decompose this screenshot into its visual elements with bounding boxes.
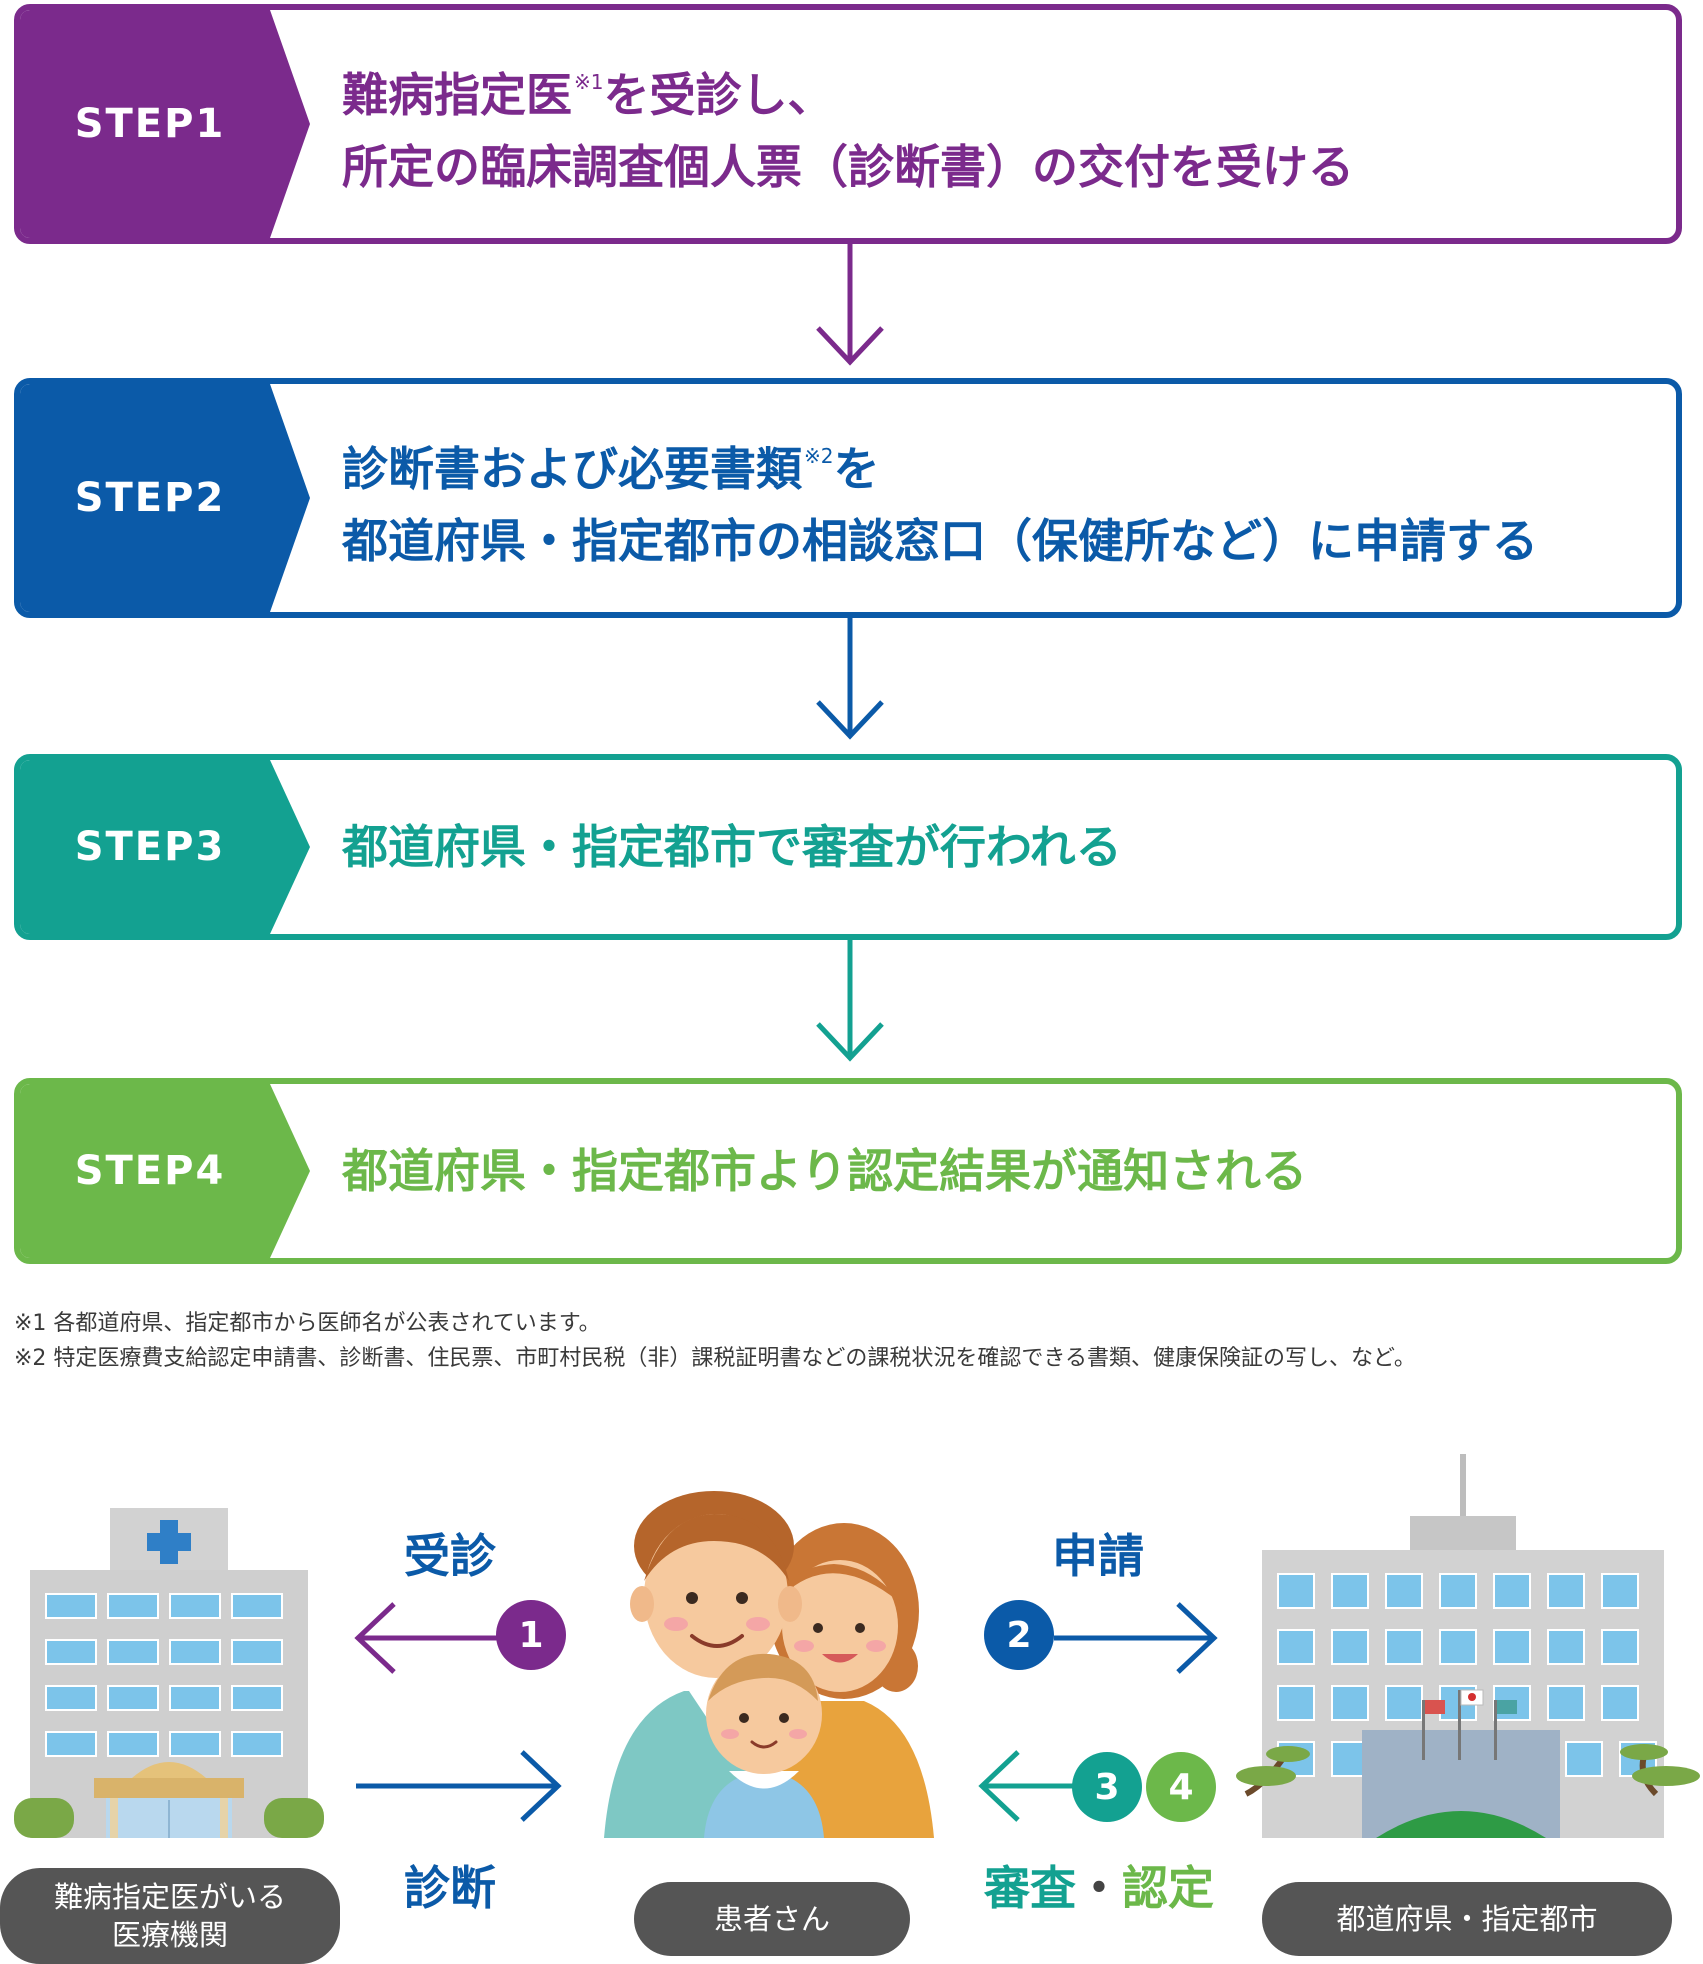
patient-pill: 患者さん xyxy=(634,1882,910,1956)
patient-label: 患者さん xyxy=(713,1902,830,1936)
step-number-1: 1 xyxy=(496,1600,566,1670)
window xyxy=(231,1731,283,1757)
step4-line1: 都道府県・指定都市より認定結果が通知される xyxy=(342,1144,1308,1198)
jushin-label: 受診 xyxy=(404,1529,496,1583)
separator-dot: ・ xyxy=(1076,1861,1122,1915)
step1-to-step2-arrow xyxy=(816,244,884,366)
step4-box: STEP4 都道府県・指定都市より認定結果が通知される xyxy=(14,1078,1682,1264)
step3-line1: 都道府県・指定都市で審査が行われる xyxy=(342,820,1122,874)
hospital-illustration xyxy=(14,1508,324,1838)
window xyxy=(107,1731,159,1757)
hospital-label-line2: 医療機関 xyxy=(111,1918,228,1952)
arrow-to-government xyxy=(1054,1602,1218,1674)
window xyxy=(45,1639,97,1665)
shinsa-label: 審査 xyxy=(984,1861,1076,1915)
window xyxy=(45,1731,97,1757)
window xyxy=(231,1593,283,1619)
step-number-2: 2 xyxy=(984,1600,1054,1670)
footnote-mark-1: ※1 xyxy=(574,69,604,94)
window xyxy=(1547,1573,1585,1609)
step4-text: 都道府県・指定都市より認定結果が通知される xyxy=(342,1084,1656,1258)
footnotes: ※1 各都道府県、指定都市から医師名が公表されています。 ※2 特定医療費支給認… xyxy=(14,1306,1416,1376)
window xyxy=(1493,1573,1531,1609)
step-number-4: 4 xyxy=(1146,1752,1216,1822)
window xyxy=(45,1685,97,1711)
arrow-to-hospital xyxy=(354,1602,502,1674)
footnote-mark-2: ※2 xyxy=(804,443,834,468)
window xyxy=(1331,1629,1369,1665)
window xyxy=(1493,1629,1531,1665)
window xyxy=(1385,1629,1423,1665)
window xyxy=(169,1731,221,1757)
window xyxy=(1601,1629,1639,1665)
window xyxy=(45,1593,97,1619)
step3-badge: STEP3 xyxy=(20,760,310,934)
step3-to-step4-arrow xyxy=(816,940,884,1062)
step2-line1: 診断書および必要書類 xyxy=(342,441,802,496)
step2-box: STEP2 診断書および必要書類※2を 都道府県・指定都市の相談窓口（保健所など… xyxy=(14,378,1682,618)
step1-box: STEP1 難病指定医※1を受診し、 所定の臨床調査個人票（診断書）の交付を受け… xyxy=(14,4,1682,244)
window xyxy=(107,1685,159,1711)
footnote-1: ※1 各都道府県、指定都市から医師名が公表されています。 xyxy=(14,1311,601,1336)
step1-line1: 難病指定医 xyxy=(342,67,572,122)
step1-line2: 所定の臨床調査個人票（診断書）の交付を受ける xyxy=(342,139,1354,194)
hospital-pill: 難病指定医がいる 医療機関 xyxy=(0,1868,340,1964)
step1-line1-rest: を受診し、 xyxy=(603,67,834,122)
arrow-to-patient xyxy=(356,1750,562,1822)
shinsei-label: 申請 xyxy=(1052,1529,1144,1583)
step1-text: 難病指定医※1を受診し、 所定の臨床調査個人票（診断書）の交付を受ける xyxy=(342,10,1656,238)
window xyxy=(107,1639,159,1665)
shinsa-nintei-label: 審査・認定 xyxy=(984,1852,1214,1918)
window xyxy=(1601,1685,1639,1721)
window xyxy=(1331,1573,1369,1609)
step2-text: 診断書および必要書類※2を 都道府県・指定都市の相談窓口（保健所など）に申請する xyxy=(342,384,1656,612)
window xyxy=(1277,1573,1315,1609)
step2-to-step3-arrow xyxy=(816,618,884,740)
window xyxy=(169,1639,221,1665)
window xyxy=(1385,1685,1423,1721)
shindan-label: 診断 xyxy=(404,1861,496,1915)
step4-badge: STEP4 xyxy=(20,1084,310,1258)
window xyxy=(169,1593,221,1619)
window xyxy=(1547,1629,1585,1665)
step4-label: STEP4 xyxy=(74,1148,226,1194)
window xyxy=(1439,1573,1477,1609)
government-building-illustration xyxy=(1236,1454,1700,1838)
hospital-label-line1: 難病指定医がいる xyxy=(53,1880,286,1914)
window xyxy=(1277,1685,1315,1721)
window xyxy=(1601,1573,1639,1609)
footnote-2: ※2 特定医療費支給認定申請書、診断書、住民票、市町村民税（非）課税証明書などの… xyxy=(14,1346,1416,1371)
step1-badge: STEP1 xyxy=(20,10,310,238)
nintei-label: 認定 xyxy=(1122,1861,1214,1915)
window xyxy=(169,1685,221,1711)
window xyxy=(231,1639,283,1665)
window xyxy=(1277,1629,1315,1665)
step1-label: STEP1 xyxy=(74,101,226,147)
step3-text: 都道府県・指定都市で審査が行われる xyxy=(342,760,1656,934)
arrow-from-government xyxy=(978,1750,1086,1822)
window xyxy=(1385,1573,1423,1609)
window xyxy=(1547,1685,1585,1721)
government-label: 都道府県・指定都市 xyxy=(1336,1902,1598,1936)
step2-line2: 都道府県・指定都市の相談窓口（保健所など）に申請する xyxy=(342,513,1538,568)
window xyxy=(107,1593,159,1619)
window xyxy=(231,1685,283,1711)
window xyxy=(1439,1629,1477,1665)
step-number-3: 3 xyxy=(1072,1752,1142,1822)
window xyxy=(1331,1685,1369,1721)
step2-badge: STEP2 xyxy=(20,384,310,612)
window xyxy=(1565,1741,1603,1777)
step2-label: STEP2 xyxy=(74,475,226,521)
step2-line1-rest: を xyxy=(833,441,880,496)
step3-label: STEP3 xyxy=(74,824,226,870)
step3-box: STEP3 都道府県・指定都市で審査が行われる xyxy=(14,754,1682,940)
government-pill: 都道府県・指定都市 xyxy=(1262,1882,1672,1956)
patient-family-illustration xyxy=(604,1491,934,1838)
